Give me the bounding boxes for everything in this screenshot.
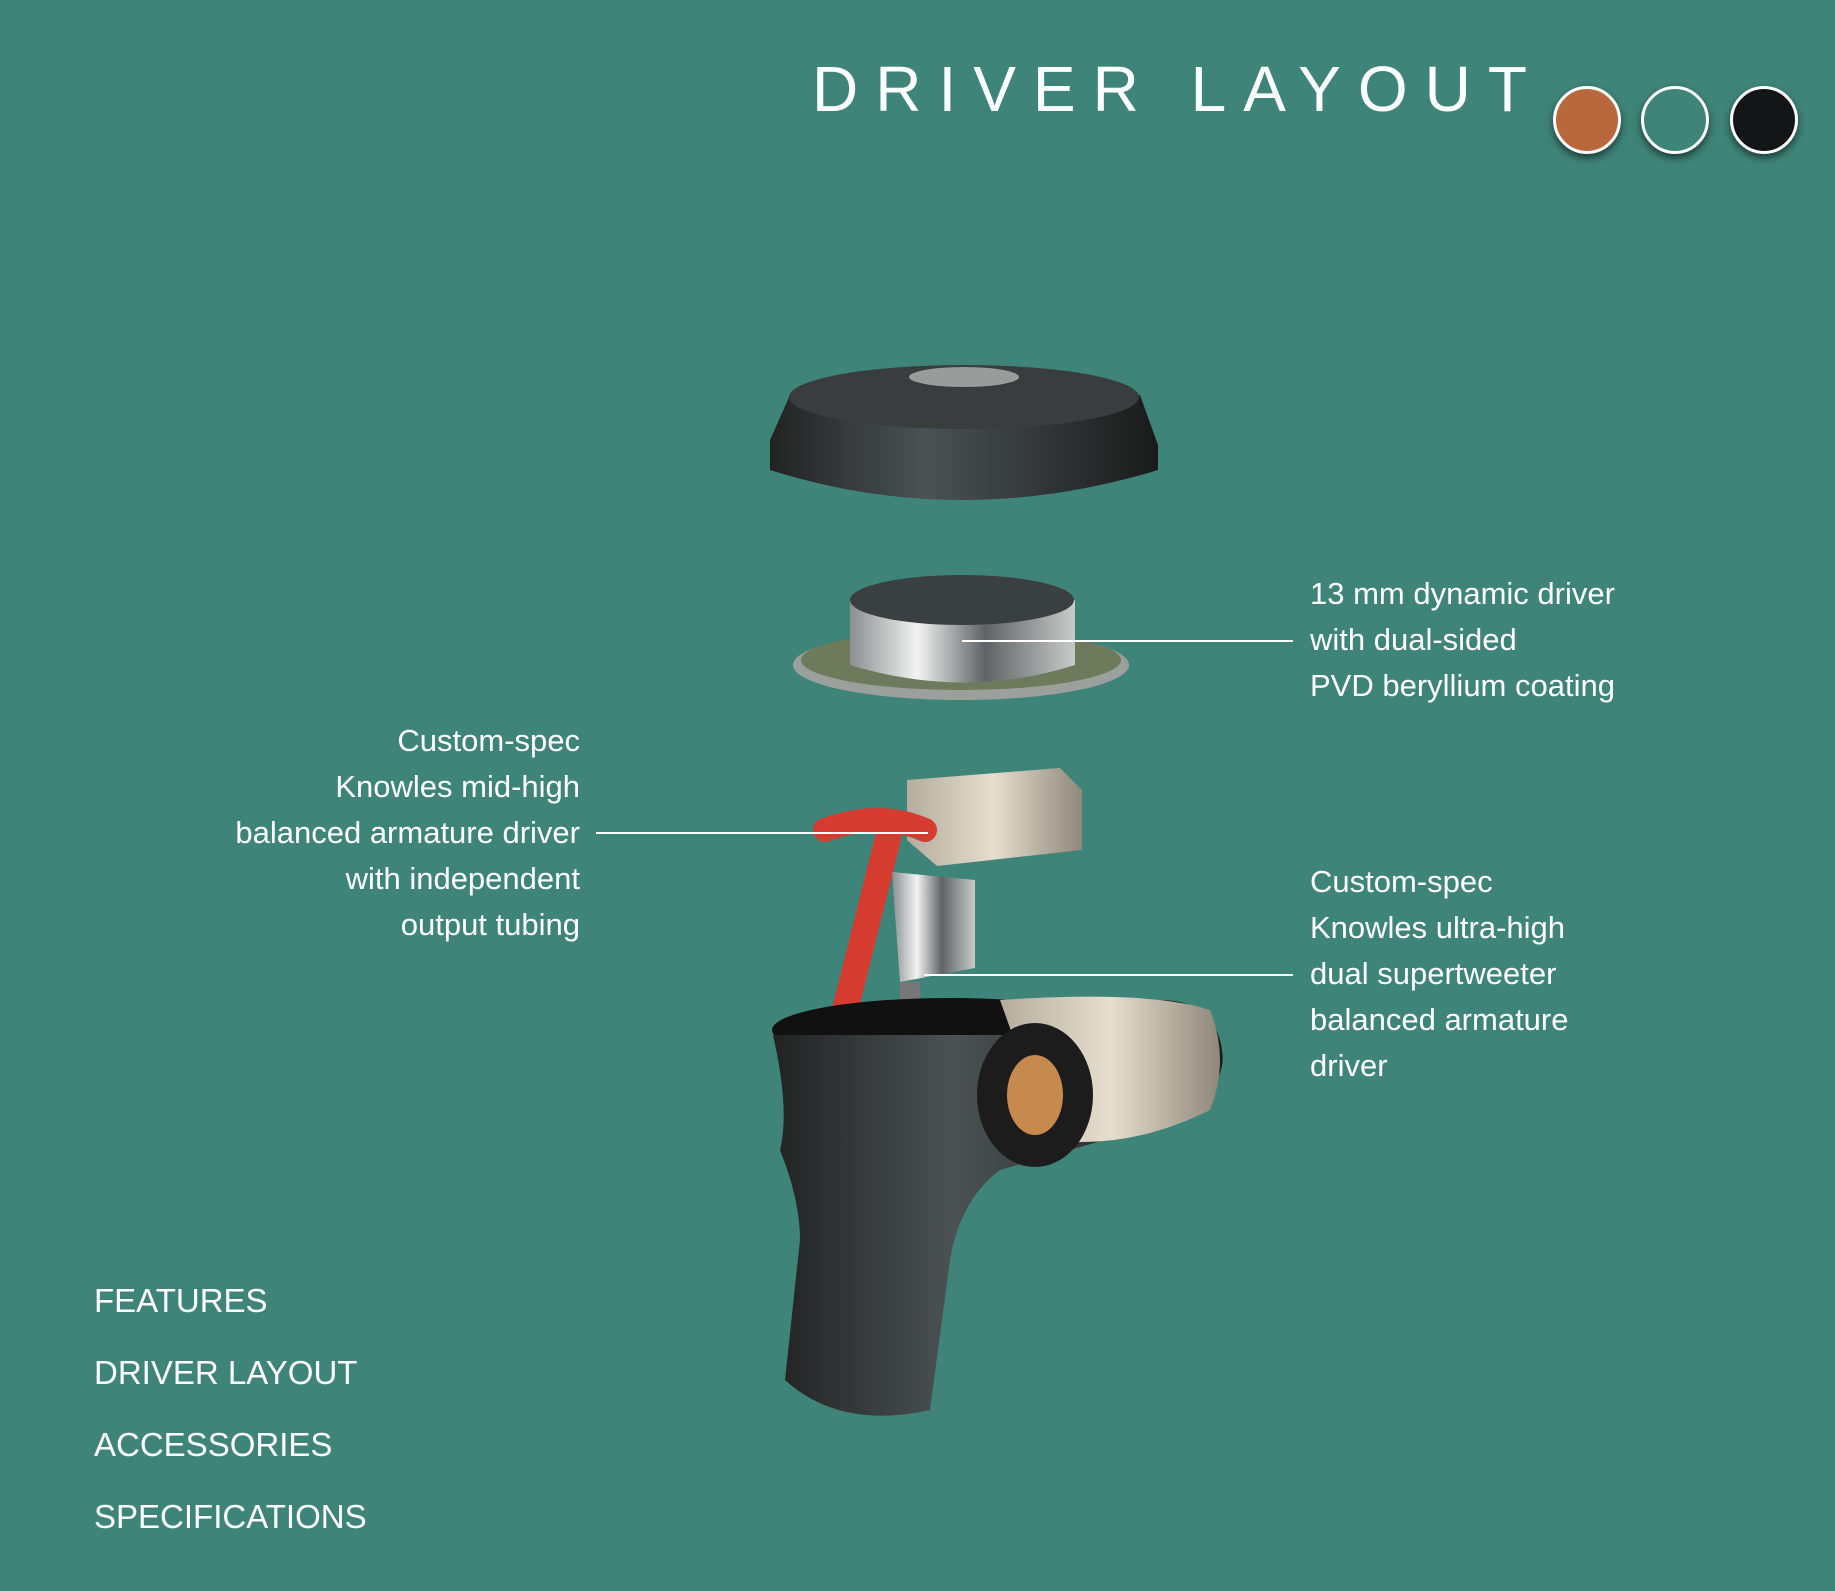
callout-line: output tubing <box>400 907 580 942</box>
callout-line: Custom-spec <box>397 723 580 758</box>
faceplate-cap <box>770 365 1158 500</box>
leader-line-supertweeter <box>924 974 1293 976</box>
iem-shell <box>772 996 1223 1416</box>
callout-line: Knowles mid-high <box>335 769 580 804</box>
nav-specifications[interactable]: SPECIFICATIONS <box>94 1498 367 1535</box>
dynamic-driver <box>793 575 1129 700</box>
nav-accessories[interactable]: ACCESSORIES <box>94 1426 333 1463</box>
leader-line-dynamic-driver <box>962 640 1293 642</box>
callout-line: dual supertweeter <box>1310 956 1557 991</box>
color-swatch-black[interactable] <box>1730 86 1798 154</box>
callout-mid-high-ba: Custom-spec Knowles mid-high balanced ar… <box>235 718 580 948</box>
color-swatch-copper[interactable] <box>1553 86 1621 154</box>
callout-dynamic-driver: 13 mm dynamic driver with dual-sided PVD… <box>1310 571 1615 709</box>
callout-line: with independent <box>345 861 580 896</box>
callout-line: PVD beryllium coating <box>1310 668 1615 703</box>
leader-line-mid-high-ba <box>596 832 928 834</box>
nav-features[interactable]: FEATURES <box>94 1282 268 1319</box>
callout-line: balanced armature driver <box>235 815 580 850</box>
mid-high-ba-driver <box>813 768 1082 1043</box>
callout-line: driver <box>1310 1048 1388 1083</box>
callout-line: with dual-sided <box>1310 622 1517 657</box>
callout-line: 13 mm dynamic driver <box>1310 576 1615 611</box>
nav-driver-layout[interactable]: DRIVER LAYOUT <box>94 1354 358 1391</box>
callout-line: Knowles ultra-high <box>1310 910 1566 945</box>
callout-line: Custom-spec <box>1310 864 1493 899</box>
callout-line: balanced armature <box>1310 1002 1569 1037</box>
color-swatch-teal[interactable] <box>1641 86 1709 154</box>
page-title: DRIVER LAYOUT <box>812 53 1544 125</box>
supertweeter-ba-driver <box>892 872 975 1000</box>
callout-supertweeter: Custom-spec Knowles ultra-high dual supe… <box>1310 859 1569 1089</box>
